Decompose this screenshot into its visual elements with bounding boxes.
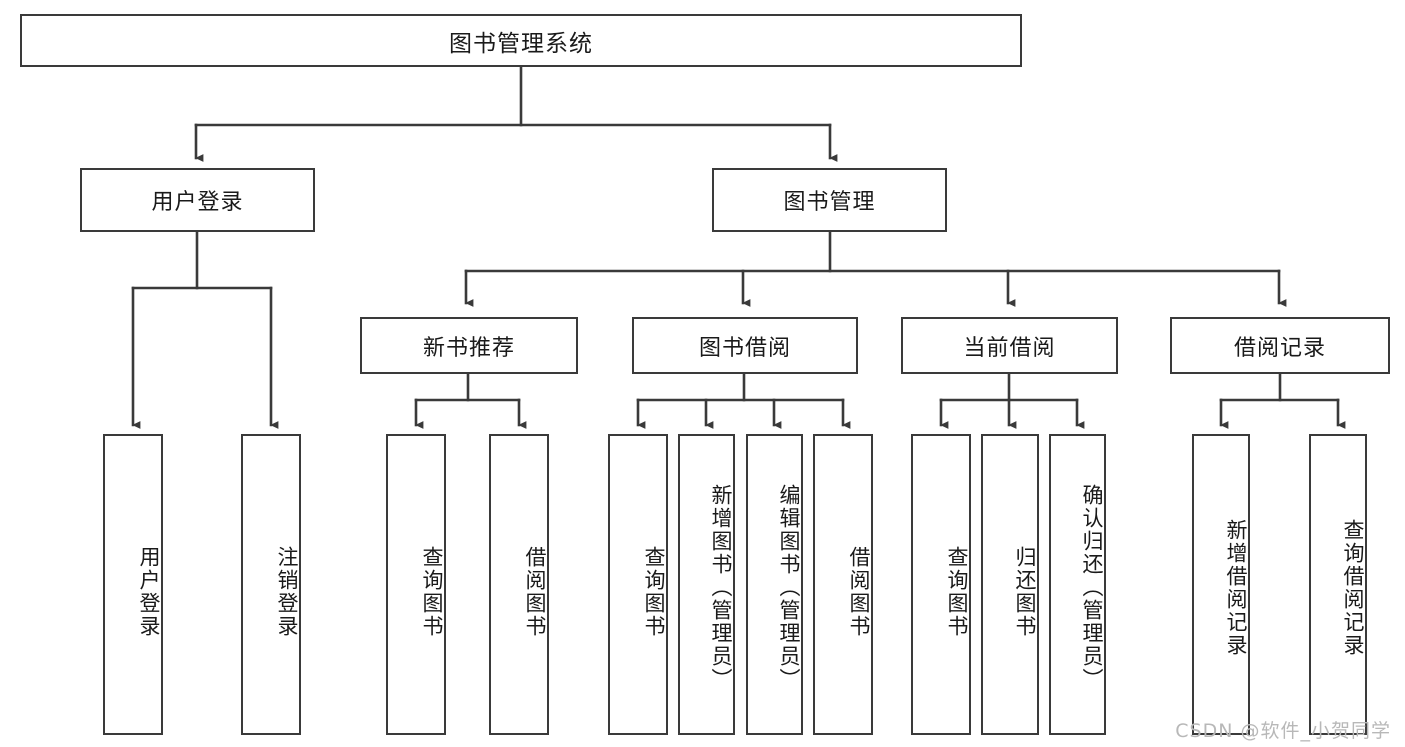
node-book-manage-label: 图书管理	[783, 190, 876, 215]
node-borrow-record[interactable]: 借阅记录	[1170, 317, 1390, 374]
node-leaf-query-book-1-label: 查询图书	[420, 545, 444, 638]
node-leaf-add-book[interactable]: 新增图书（管理员）	[678, 434, 735, 735]
node-new-book-rec-label: 新书推荐	[422, 335, 515, 361]
node-leaf-user-login[interactable]: 用户登录	[103, 434, 163, 735]
node-leaf-return-book[interactable]: 归还图书	[981, 434, 1039, 735]
node-leaf-query-book-2[interactable]: 查询图书	[608, 434, 668, 735]
node-leaf-user-login-label: 用户登录	[137, 545, 161, 638]
node-current-borrow-label: 当前借阅	[963, 335, 1056, 361]
node-leaf-add-book-label: 新增图书（管理员）	[709, 484, 733, 691]
node-leaf-query-book-3[interactable]: 查询图书	[911, 434, 971, 735]
node-user-login[interactable]: 用户登录	[80, 168, 315, 232]
node-leaf-query-record[interactable]: 查询借阅记录	[1309, 434, 1367, 735]
node-user-login-label: 用户登录	[151, 190, 244, 215]
node-leaf-edit-book[interactable]: 编辑图书（管理员）	[746, 434, 803, 735]
node-leaf-return-book-label: 归还图书	[1013, 545, 1037, 638]
node-leaf-query-record-label: 查询借阅记录	[1341, 518, 1365, 657]
node-book-manage[interactable]: 图书管理	[712, 168, 947, 232]
node-leaf-borrow-book-2[interactable]: 借阅图书	[813, 434, 873, 735]
node-leaf-add-record[interactable]: 新增借阅记录	[1192, 434, 1250, 735]
node-book-borrow-label: 图书借阅	[698, 335, 791, 361]
node-leaf-query-book-3-label: 查询图书	[945, 545, 969, 638]
node-leaf-logout-label: 注销登录	[275, 545, 299, 638]
node-leaf-query-book-1[interactable]: 查询图书	[386, 434, 446, 735]
node-leaf-borrow-book-1[interactable]: 借阅图书	[489, 434, 549, 735]
node-borrow-record-label: 借阅记录	[1233, 335, 1326, 361]
node-leaf-borrow-book-2-label: 借阅图书	[847, 545, 871, 638]
node-leaf-confirm-return-label: 确认归还（管理员）	[1080, 484, 1104, 691]
node-leaf-query-book-2-label: 查询图书	[642, 545, 666, 638]
node-leaf-edit-book-label: 编辑图书（管理员）	[777, 484, 801, 691]
node-leaf-confirm-return[interactable]: 确认归还（管理员）	[1049, 434, 1106, 735]
node-root-label: 图书管理系统	[449, 30, 593, 57]
node-new-book-rec[interactable]: 新书推荐	[360, 317, 578, 374]
node-leaf-add-record-label: 新增借阅记录	[1224, 518, 1248, 657]
node-leaf-logout[interactable]: 注销登录	[241, 434, 301, 735]
node-root[interactable]: 图书管理系统	[20, 14, 1022, 67]
node-current-borrow[interactable]: 当前借阅	[901, 317, 1118, 374]
node-leaf-borrow-book-1-label: 借阅图书	[523, 545, 547, 638]
node-book-borrow[interactable]: 图书借阅	[632, 317, 858, 374]
